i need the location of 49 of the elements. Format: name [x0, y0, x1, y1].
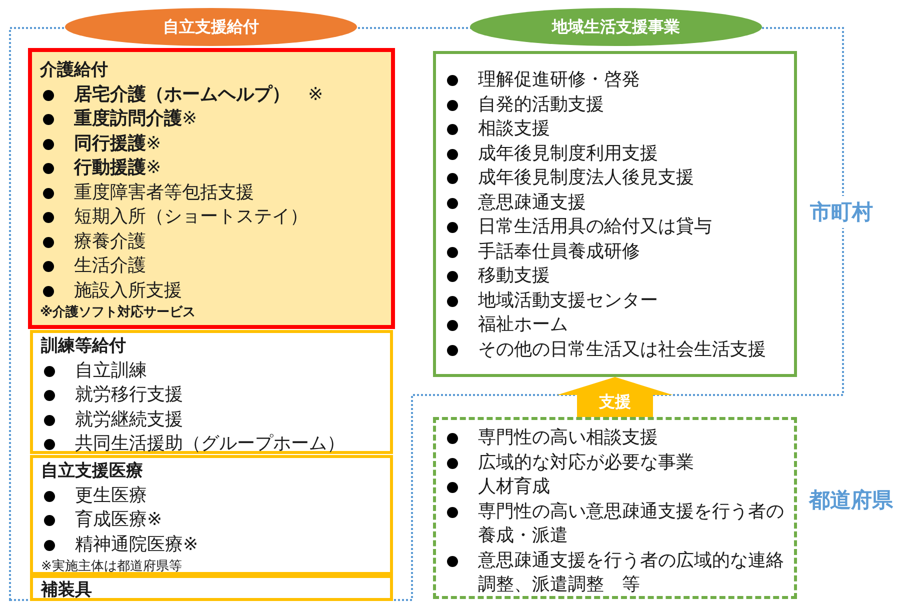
footnote: ※介護ソフト対応サービス [40, 304, 197, 322]
region-label: 市町村 [807, 196, 876, 228]
list-item: 成年後見制度法人後見支援 [478, 167, 694, 188]
list-item: 就労継続支援 [75, 408, 183, 430]
list-box [30, 330, 393, 454]
list-heading: 訓練等給付 [41, 335, 127, 358]
category-pill: 自立支援給付 [65, 8, 357, 46]
list-item: 日常生活用具の給付又は貸与 [478, 216, 712, 237]
list-heading: 補装具 [41, 579, 93, 602]
list-item: 福祉ホーム [478, 314, 568, 335]
list-box [30, 455, 393, 575]
list-item: その他の日常生活又は社会生活支援 [478, 338, 766, 360]
list-item: 相談支援 [478, 118, 550, 139]
list-item: 広域的な対応が必要な事業 [478, 452, 694, 472]
list-item: 同行援護※ [74, 132, 162, 154]
list-item: 自立訓練 [75, 360, 147, 380]
list-item: 短期入所（ショートステイ） [74, 206, 308, 227]
list-item: 成年後見制度利用支援 [478, 142, 658, 164]
list-item: 重度訪問介護※ [74, 108, 198, 129]
list-item: 理解促進研修・啓発 [478, 69, 640, 90]
list-item: 地域活動支援センター [478, 290, 658, 310]
list-item: 人材育成 [478, 476, 550, 497]
list-item: 施設入所支援 [74, 280, 182, 300]
list-item: 移動支援 [478, 265, 550, 286]
list-item: 自発的活動支援 [478, 94, 604, 114]
list-heading: 自立支援医療 [41, 460, 144, 483]
list-box [433, 51, 797, 377]
list-item: 共同生活援助（グループホーム） [75, 433, 345, 454]
list-item: 行動援護※ [74, 157, 162, 178]
list-item: 意思疎通支援を行う者の広域的な連絡調整、派遣調整 等 [478, 550, 784, 595]
list-item: 療養介護 [74, 230, 146, 252]
category-pill: 地域生活支援事業 [470, 8, 762, 46]
list-item: 意思疎通支援 [478, 192, 586, 212]
list-item: 専門性の高い意思疎通支援を行う者の養成・派遣 [478, 500, 784, 546]
footnote: ※実施主体は都道府県等 [41, 558, 183, 576]
list-heading: 介護給付 [40, 59, 109, 82]
block-arrow [557, 377, 673, 417]
list-item: 更生医療 [75, 484, 147, 506]
list-item: 育成医療※ [75, 509, 162, 530]
list-item: 手話奉仕員養成研修 [478, 240, 640, 262]
list-item: 重度障害者等包括支援 [74, 182, 254, 202]
list-item: 精神通院医療※ [75, 534, 198, 554]
list-box [28, 48, 395, 329]
list-item: 就労移行支援 [75, 384, 183, 405]
list-box [433, 417, 797, 599]
list-box [30, 575, 393, 601]
list-item: 専門性の高い相談支援 [478, 427, 658, 448]
list-item: 生活介護 [74, 255, 146, 276]
list-item: 居宅介護（ホームヘルプ） ※ [74, 84, 324, 104]
